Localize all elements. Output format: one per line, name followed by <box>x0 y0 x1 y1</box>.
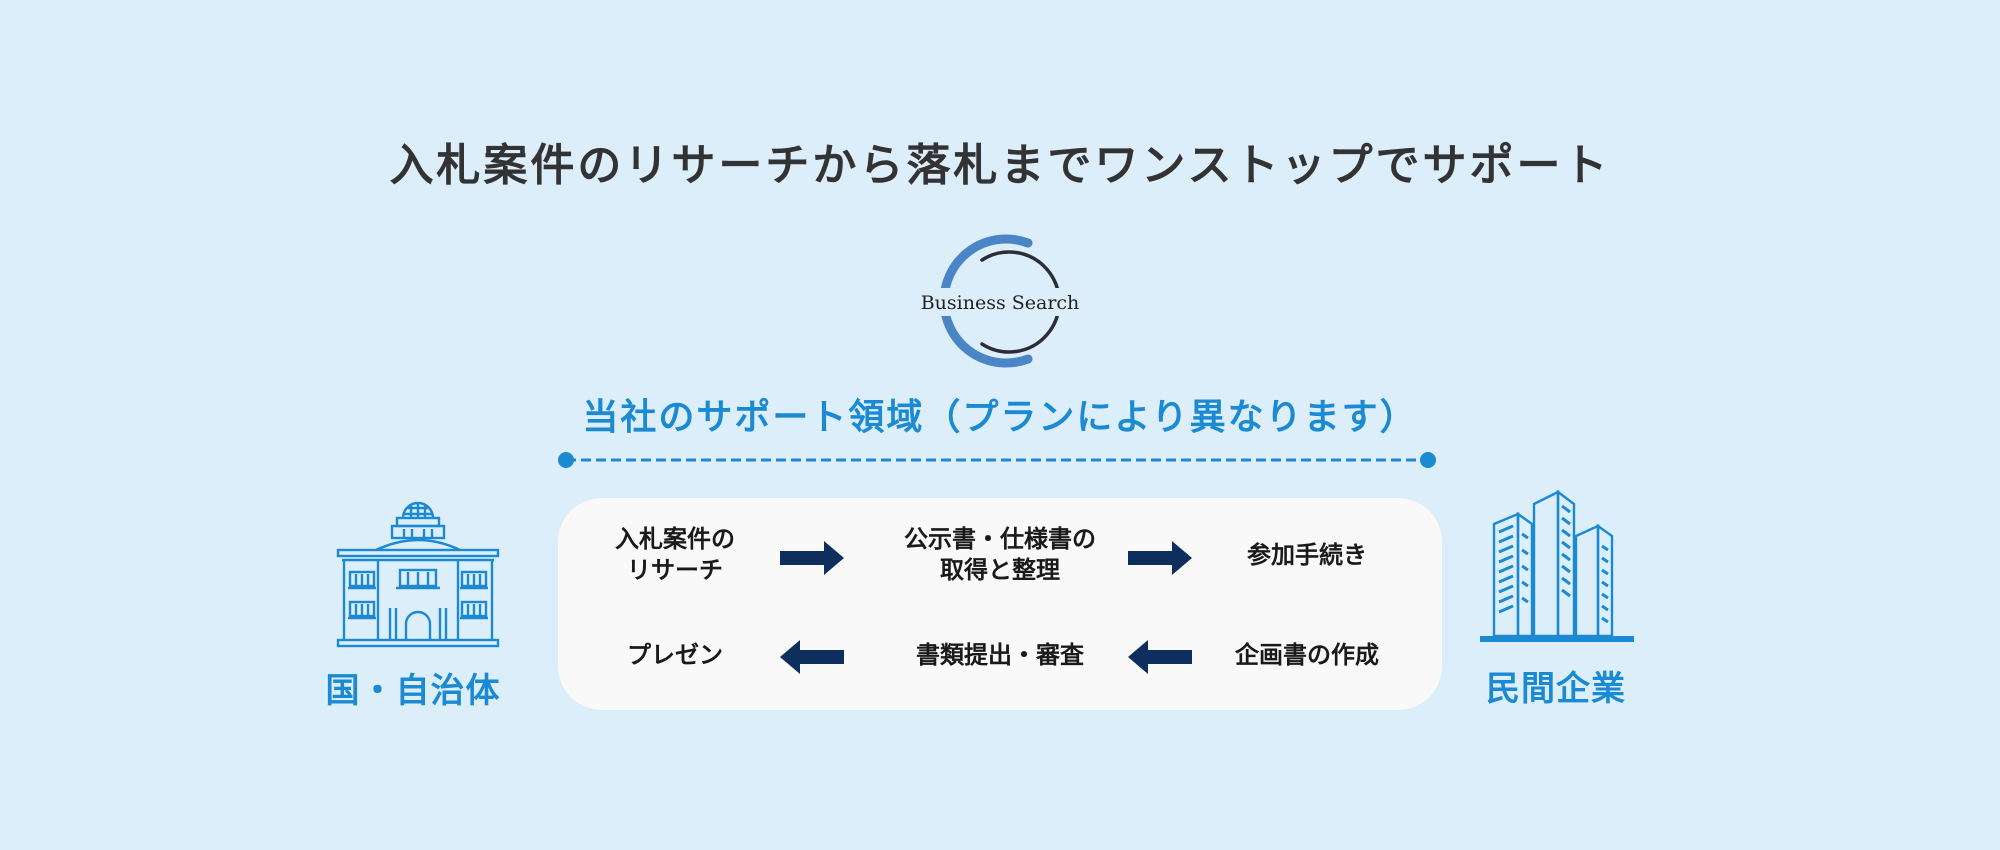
scope-range-line <box>558 452 1436 468</box>
step-submission-review: 書類提出・審査 <box>916 641 1084 669</box>
page-headline: 入札案件のリサーチから落札までワンストップでサポート <box>389 140 1611 191</box>
left-arrow-icon <box>1128 640 1192 674</box>
step-proposal-creation: 企画書の作成 <box>1235 641 1379 669</box>
government-building-icon <box>336 501 500 648</box>
business-search-logo: Business Search <box>900 232 1100 372</box>
government-label: 国・自治体 <box>325 671 501 711</box>
private-company-label: 民間企業 <box>1486 669 1626 709</box>
step-presentation: プレゼン <box>627 641 723 669</box>
step-research: 入札案件の リサーチ <box>615 525 735 584</box>
process-flow-box: 入札案件の リサーチ 公示書・仕様書の 取得と整理 参加手続き プレゼン 書類提… <box>558 498 1442 710</box>
right-arrow-icon <box>1128 541 1192 575</box>
step-participation-procedure: 参加手続き <box>1247 541 1367 569</box>
scope-start-dot <box>558 452 574 468</box>
right-arrow-icon <box>780 541 844 575</box>
logo-text: Business Search <box>921 292 1080 314</box>
logo-mark-icon: Business Search <box>920 234 1080 368</box>
support-scope-title: 当社のサポート領域（プランにより異なります） <box>582 397 1418 438</box>
scope-end-dot <box>1420 452 1436 468</box>
step-document-acquisition: 公示書・仕様書の 取得と整理 <box>904 525 1096 584</box>
office-buildings-icon <box>1480 490 1634 642</box>
left-arrow-icon <box>780 640 844 674</box>
